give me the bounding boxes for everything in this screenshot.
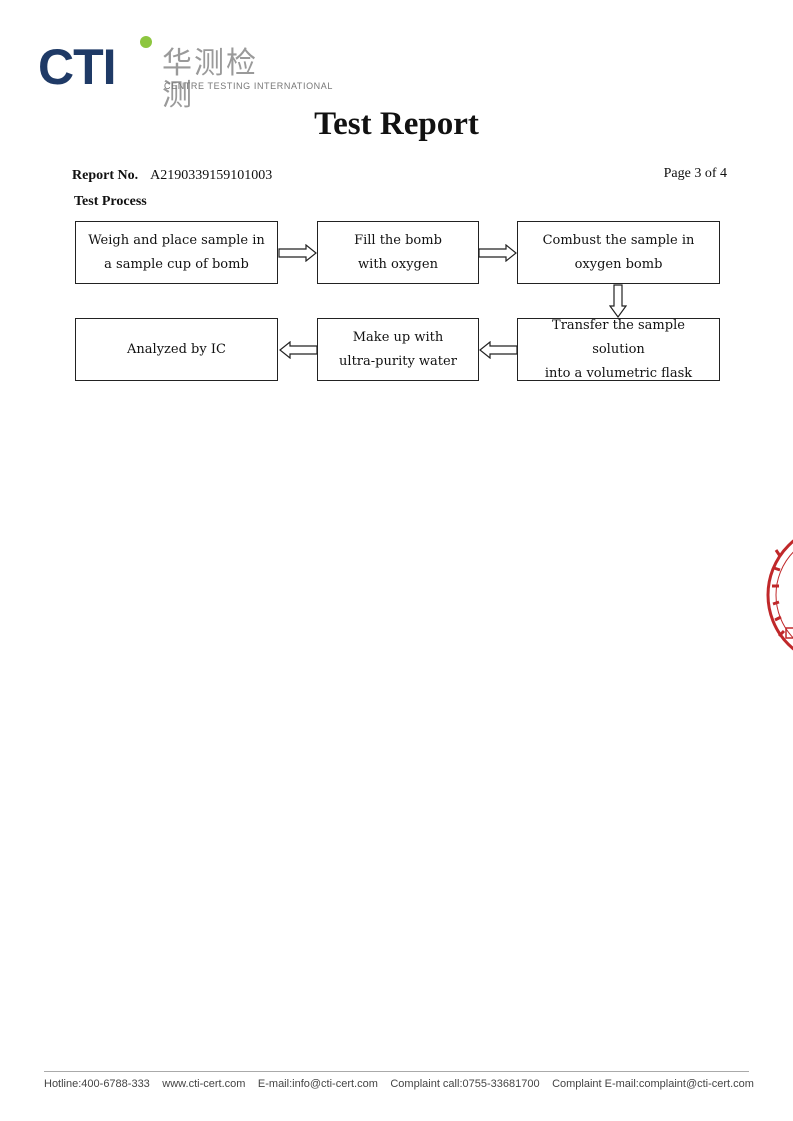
footer-email: E-mail:info@cti-cert.com xyxy=(257,1078,378,1090)
company-seal-stamp xyxy=(766,520,793,670)
section-heading: Test Process xyxy=(74,194,147,209)
footer-divider xyxy=(44,1071,749,1072)
step-transfer-solution: Transfer the sample solution into a volu… xyxy=(517,318,720,381)
footer-complaint-email: Complaint E-mail:complaint@cti-cert.com xyxy=(552,1078,754,1090)
report-number: Report No. A2190339159101003 xyxy=(72,168,272,184)
footer-complaint-call: Complaint call:0755-33681700 xyxy=(390,1078,540,1090)
page-number: Page 3 of 4 xyxy=(663,166,727,181)
logo-chinese-text: 华测检测 xyxy=(162,46,258,113)
arrow-left-icon xyxy=(479,341,518,359)
step-analyze-ic: Analyzed by IC xyxy=(75,318,278,381)
arrow-right-icon xyxy=(478,244,517,262)
arrow-left-icon xyxy=(279,341,318,359)
report-number-label: Report No. xyxy=(72,168,139,183)
footer-website: www.cti-cert.com xyxy=(162,1078,246,1090)
step-weigh-sample: Weigh and place sample in a sample cup o… xyxy=(75,221,278,284)
arrow-right-icon xyxy=(278,244,317,262)
step-make-up-water: Make up with ultra-purity water xyxy=(317,318,479,381)
logo-tagline: CENTRE TESTING INTERNATIONAL xyxy=(164,81,333,91)
report-number-value: A2190339159101003 xyxy=(150,168,273,183)
arrow-down-icon xyxy=(609,284,627,318)
step-combust: Combust the sample in oxygen bomb xyxy=(517,221,720,284)
logo-dot-icon xyxy=(140,36,152,48)
footer-hotline: Hotline:400-6788-333 xyxy=(44,1078,150,1090)
logo-brand-text: CTI xyxy=(38,39,117,95)
page-title: Test Report xyxy=(314,106,479,142)
company-logo: CTI 华测检测 CENTRE TESTING INTERNATIONAL xyxy=(38,36,332,112)
footer: Hotline:400-6788-333 www.cti-cert.com E-… xyxy=(44,1078,754,1090)
step-fill-oxygen: Fill the bomb with oxygen xyxy=(317,221,479,284)
